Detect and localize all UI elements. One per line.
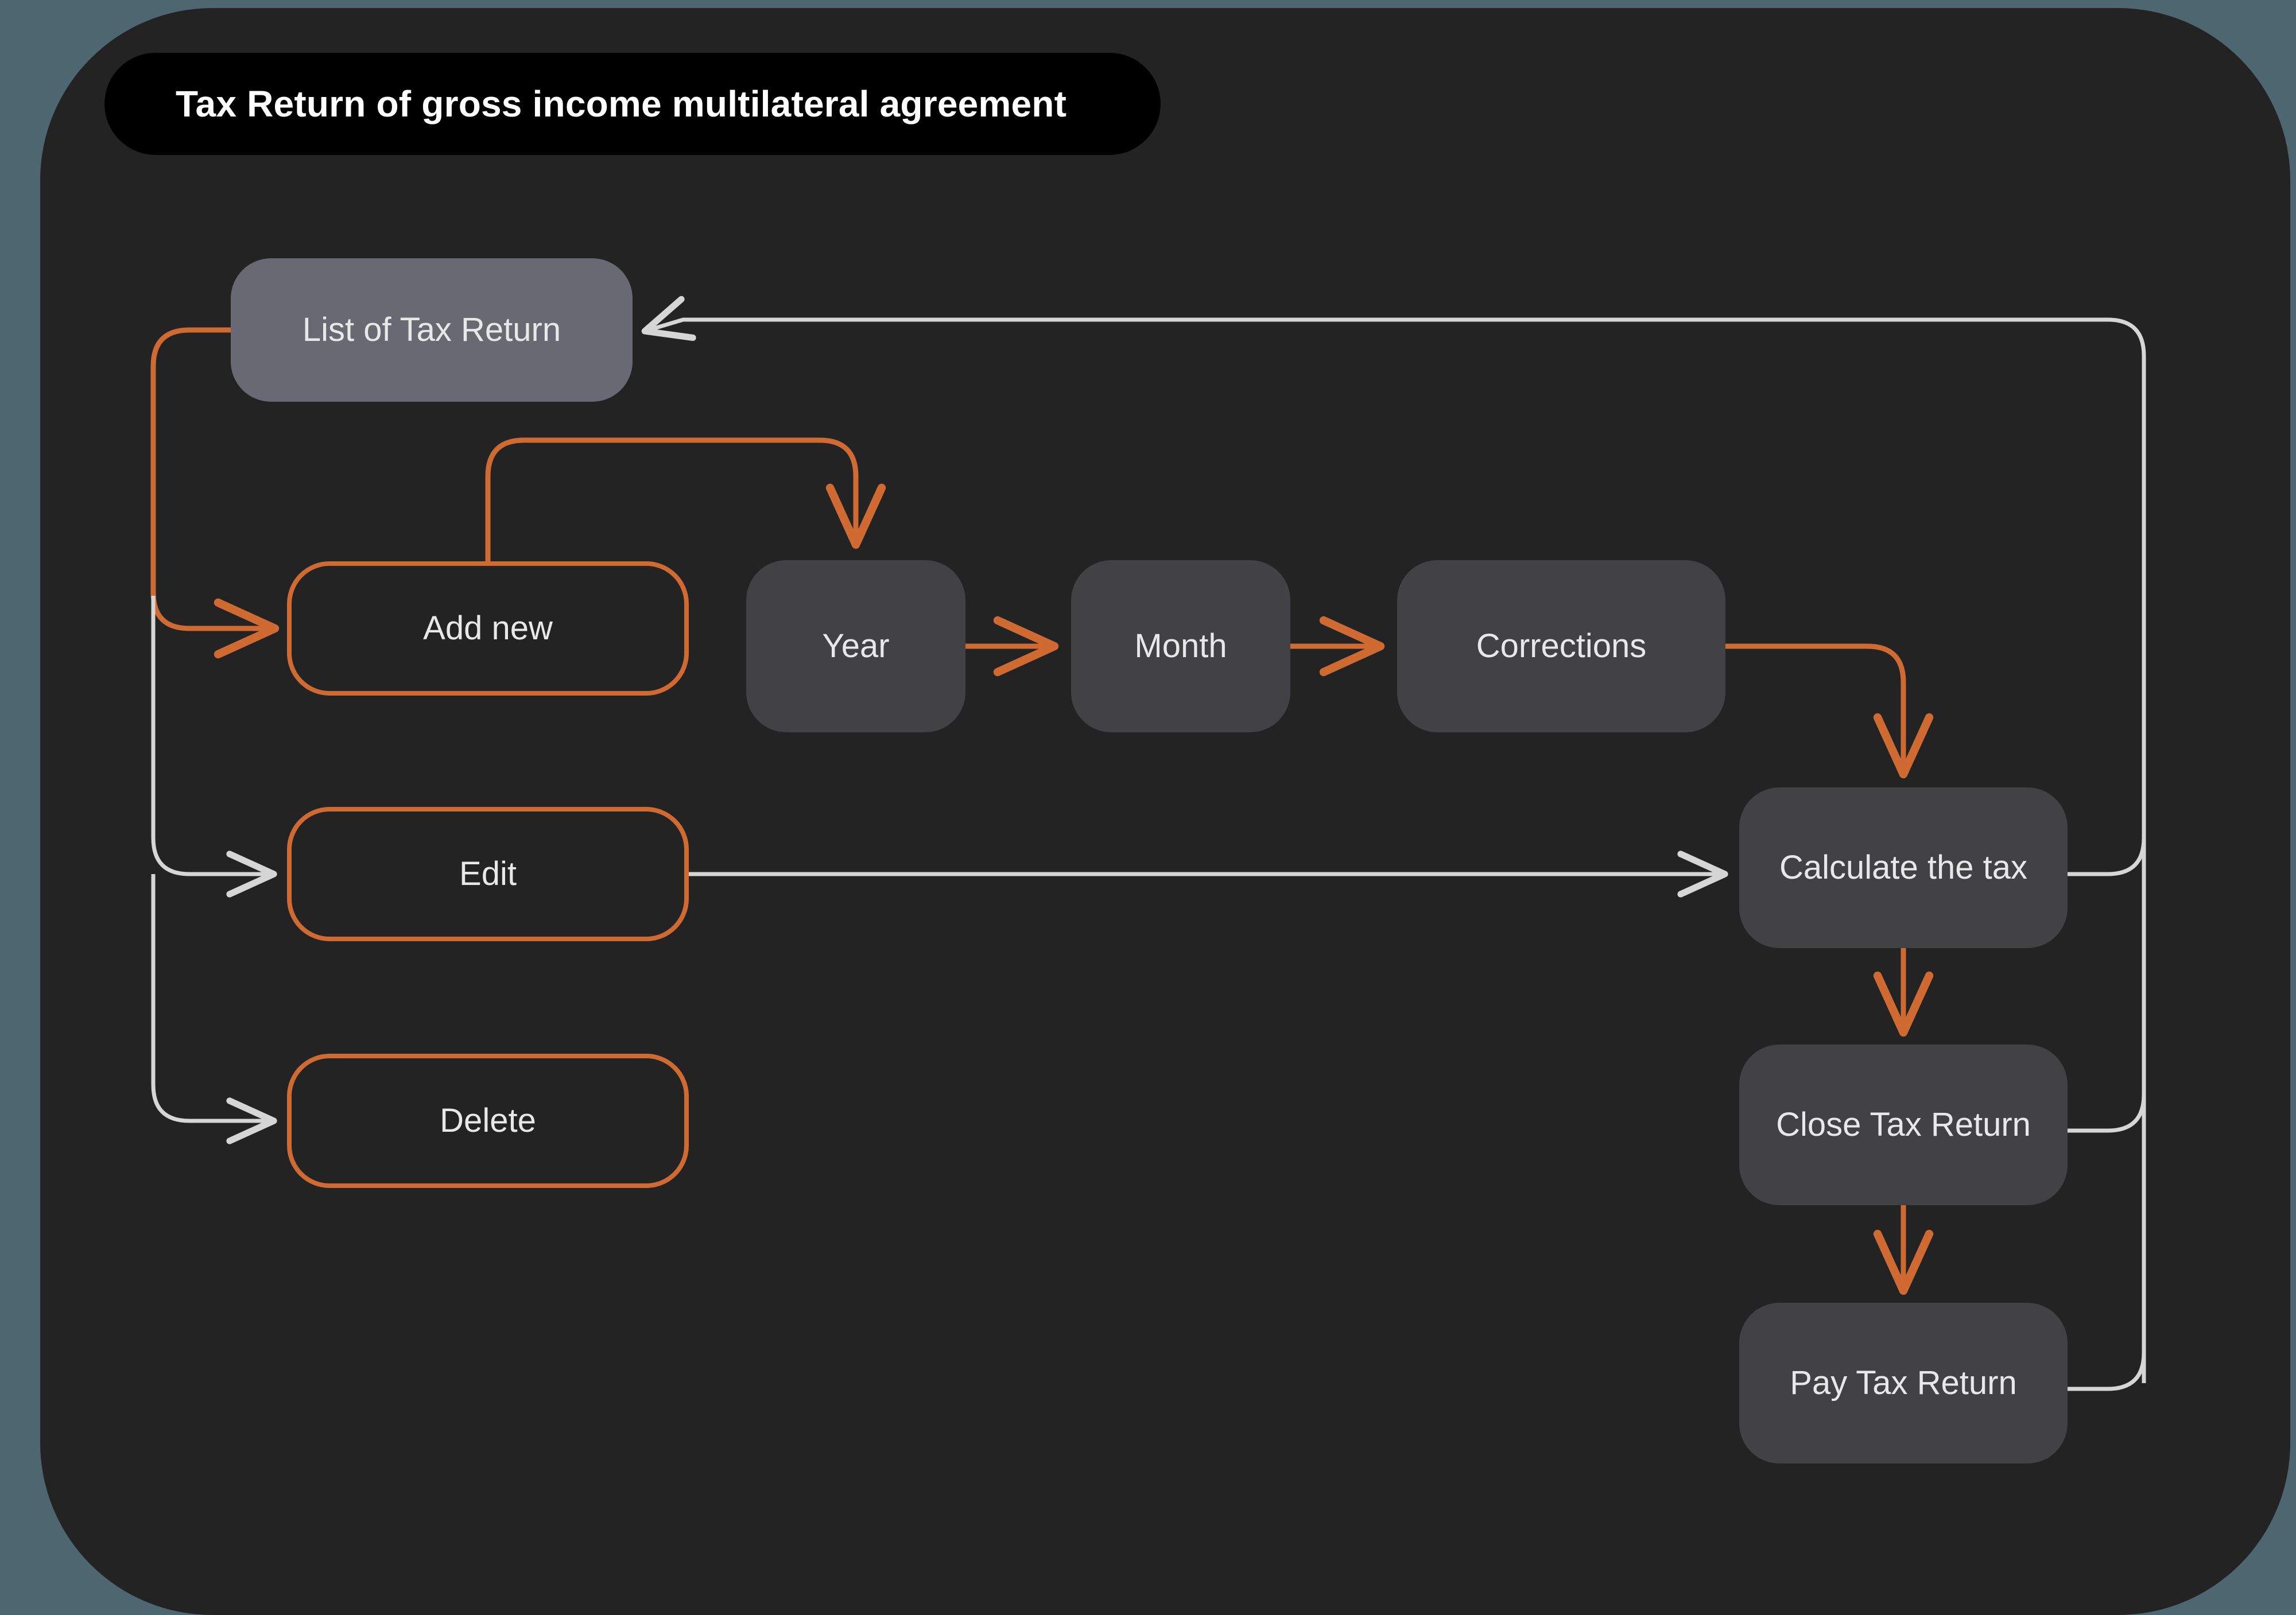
node-label: Corrections <box>1476 627 1647 665</box>
node-label: Edit <box>459 855 517 892</box>
node-label: List of Tax Return <box>302 310 561 348</box>
diagram-title-pill: Tax Return of gross income multilateral … <box>104 53 1161 155</box>
page-title: Tax Return of gross income multilateral … <box>176 83 1067 125</box>
node-label: Year <box>822 627 890 665</box>
node-delete[interactable]: Delete <box>287 1054 689 1188</box>
node-month[interactable]: Month <box>1071 560 1290 732</box>
node-list-of-tax-return[interactable]: List of Tax Return <box>231 258 633 402</box>
node-label: Delete <box>440 1101 536 1139</box>
node-label: Close Tax Return <box>1776 1105 2031 1143</box>
node-year[interactable]: Year <box>746 560 965 732</box>
node-corrections[interactable]: Corrections <box>1397 560 1725 732</box>
node-pay-tax-return[interactable]: Pay Tax Return <box>1739 1303 2068 1463</box>
node-label: Pay Tax Return <box>1790 1364 2017 1402</box>
node-calculate-the-tax[interactable]: Calculate the tax <box>1739 787 2068 948</box>
node-close-tax-return[interactable]: Close Tax Return <box>1739 1045 2068 1205</box>
node-add-new[interactable]: Add new <box>287 561 689 696</box>
node-edit[interactable]: Edit <box>287 807 689 941</box>
node-label: Month <box>1134 627 1227 665</box>
node-label: Calculate the tax <box>1779 848 2028 886</box>
node-label: Add new <box>423 609 553 647</box>
